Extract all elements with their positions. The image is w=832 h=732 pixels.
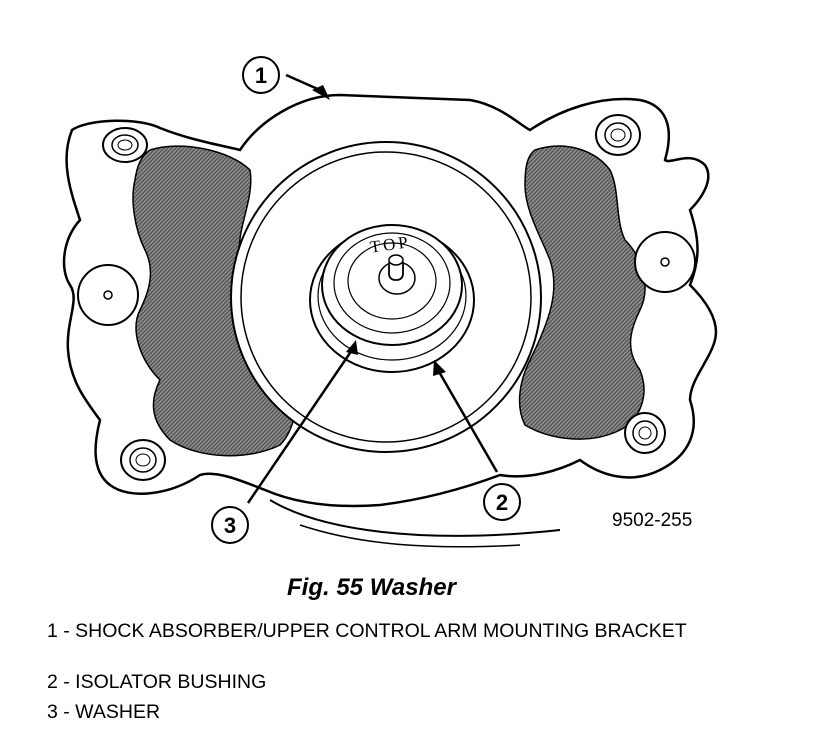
- right-stud: [634, 231, 696, 293]
- svg-text:1: 1: [255, 63, 267, 88]
- bracket-lower-arc-2: [299, 524, 521, 548]
- leader-arrow-3: [346, 340, 358, 355]
- shaft-tip: [388, 254, 404, 266]
- figure-caption: Fig. 55 Washer: [287, 574, 456, 601]
- washer-inner-ring: [333, 232, 451, 334]
- mounting-hole-bottom-right: [624, 412, 666, 454]
- leader-line-1: [285, 73, 321, 92]
- legend-item-3: 3 - WASHER: [47, 701, 161, 723]
- legend-item-2: 2 - ISOLATOR BUSHING: [47, 671, 267, 693]
- svg-text:2: 2: [496, 490, 508, 515]
- callout-2: 2: [483, 483, 521, 521]
- left-stud: [77, 264, 139, 326]
- leader-arrow-2: [433, 360, 446, 376]
- right-shaded-pad: [518, 145, 646, 440]
- mounting-hole-bottom-left: [120, 439, 166, 481]
- callout-1: 1: [242, 56, 280, 94]
- mounting-hole-top-left: [102, 127, 148, 163]
- washer-step: [347, 242, 437, 320]
- isolator-ring-outer: [240, 151, 532, 443]
- callout-3: 3: [211, 506, 249, 544]
- legend-item-1: 1 - SHOCK ABSORBER/UPPER CONTROL ARM MOU…: [47, 620, 687, 642]
- washer-installation-diagram: TOP 1 2 3 9502-255: [62, 56, 718, 548]
- leader-line-2: [436, 369, 499, 473]
- bracket-lower-arc: [269, 499, 561, 537]
- figure-reference-number: 9502-255: [612, 510, 692, 531]
- mounting-hole-top-right: [595, 114, 641, 156]
- svg-text:3: 3: [224, 513, 236, 538]
- leader-line-3: [246, 349, 354, 504]
- leader-arrow-1: [312, 85, 330, 100]
